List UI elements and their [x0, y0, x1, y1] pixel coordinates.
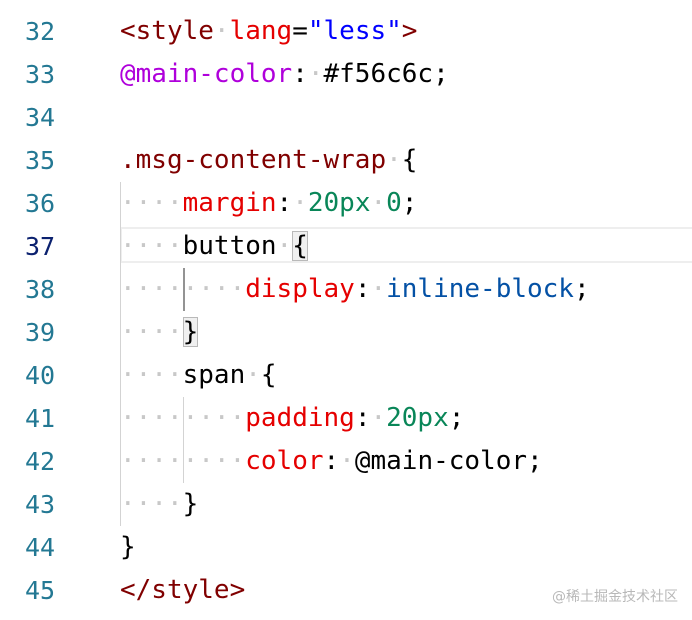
line-number: 43: [24, 490, 56, 519]
code-token: color: [245, 446, 324, 476]
code-line[interactable]: 44}: [0, 526, 692, 569]
code-token: </style>: [120, 575, 246, 605]
matching-bracket: {: [292, 231, 308, 261]
code-line[interactable]: 39 ····}: [0, 311, 692, 354]
whitespace-marker: ·: [386, 145, 402, 175]
code-line[interactable]: 34: [0, 96, 692, 139]
line-number: 42: [24, 447, 56, 476]
code-token: ;: [401, 188, 418, 218]
code-token: @main-color;: [354, 446, 543, 476]
code-token: .msg-content-wrap: [120, 145, 387, 175]
line-number: 34: [24, 103, 56, 132]
line-number: 44: [24, 533, 56, 562]
code-line[interactable]: 42········color:·@main-color;: [0, 440, 692, 483]
code-token: @main-color: [120, 59, 293, 89]
code-token: ;: [573, 274, 590, 304]
whitespace-marker: ·: [370, 188, 387, 218]
code-text: ····margin:·20px·0;: [120, 182, 417, 225]
code-token: }: [182, 489, 199, 519]
code-token: span: [182, 360, 246, 390]
whitespace-marker: ·: [292, 188, 308, 218]
code-text: ········display:·inline-block;: [120, 268, 590, 311]
code-line[interactable]: 32 <style·lang="less">: [0, 10, 692, 53]
code-line[interactable]: 36····margin:·20px·0;: [0, 182, 692, 225]
code-token: >: [401, 16, 418, 46]
code-token: {: [401, 145, 418, 175]
code-text: <style·lang="less">: [120, 10, 417, 53]
code-text: }: [120, 526, 136, 569]
line-number: 37: [24, 232, 56, 261]
line-number: 38: [24, 275, 56, 304]
whitespace-marker: ·: [339, 446, 355, 476]
code-text: ····}: [120, 311, 199, 354]
code-token: padding: [245, 403, 355, 433]
code-token: inline-block: [386, 274, 574, 304]
indent-guide: [182, 397, 184, 483]
whitespace-marker: ·: [245, 360, 261, 390]
code-token: :: [354, 403, 371, 433]
code-token: :: [323, 446, 340, 476]
code-token: :: [354, 274, 371, 304]
code-line[interactable]: 40 ····span·{: [0, 354, 692, 397]
code-line[interactable]: 41········padding:·20px;: [0, 397, 692, 440]
code-line[interactable]: 43 ····}: [0, 483, 692, 526]
code-text: ········color:·@main-color;: [120, 440, 543, 483]
whitespace-marker: ·: [213, 16, 230, 46]
code-text: ····span·{: [120, 354, 277, 397]
line-number: 33: [24, 60, 56, 89]
line-number: 36: [24, 189, 56, 218]
code-token: {: [260, 360, 277, 390]
code-token: button: [182, 231, 277, 261]
line-number: 32: [24, 17, 56, 46]
whitespace-marker: ·: [276, 231, 293, 261]
active-indent-guide: [182, 268, 185, 311]
whitespace-marker: ·: [370, 403, 387, 433]
whitespace-marker: ····: [120, 489, 183, 519]
indent-guide: [120, 182, 121, 526]
code-text: ········padding:·20px;: [120, 397, 464, 440]
line-number: 45: [24, 576, 56, 605]
code-token: #f56c6c;: [323, 59, 449, 89]
code-token: }: [120, 532, 136, 562]
code-line[interactable]: 38········display:·inline-block;: [0, 268, 692, 311]
whitespace-marker: ····: [120, 231, 183, 261]
line-number: 35: [24, 146, 56, 175]
whitespace-marker: ····: [120, 188, 183, 218]
watermark: @稀土掘金技术社区: [552, 589, 678, 605]
code-token: "less": [307, 16, 402, 46]
code-token: <style: [120, 16, 214, 46]
code-text: ····}: [120, 483, 198, 526]
line-number: 39: [24, 318, 56, 347]
code-token: 0: [386, 188, 402, 218]
code-token: :: [292, 59, 308, 89]
code-line[interactable]: 33 @main-color:·#f56c6c;: [0, 53, 692, 96]
line-number: 40: [24, 361, 56, 390]
code-token: ;: [448, 403, 465, 433]
code-token: =: [292, 16, 308, 46]
code-token: 20px: [386, 403, 449, 433]
current-line-highlight: [120, 227, 692, 263]
whitespace-marker: ·: [370, 274, 387, 304]
code-token: display: [245, 274, 355, 304]
whitespace-marker: ····: [120, 317, 183, 347]
code-text: ····button·{: [120, 225, 308, 268]
code-token: margin: [182, 188, 277, 218]
code-line[interactable]: 45 </style>: [0, 569, 692, 612]
code-token: 20px: [307, 188, 371, 218]
whitespace-marker: ····: [120, 360, 183, 390]
whitespace-marker: ·: [307, 59, 324, 89]
code-line[interactable]: 37 ····button·{: [0, 225, 692, 268]
line-number: 41: [24, 404, 56, 433]
code-line[interactable]: 35 .msg-content-wrap·{: [0, 139, 692, 182]
code-text: @main-color:·#f56c6c;: [120, 53, 449, 96]
code-token: :: [276, 188, 293, 218]
code-text: .msg-content-wrap·{: [120, 139, 417, 182]
code-text: </style>: [120, 569, 245, 612]
matching-bracket: }: [182, 317, 199, 347]
code-token: lang: [229, 16, 293, 46]
